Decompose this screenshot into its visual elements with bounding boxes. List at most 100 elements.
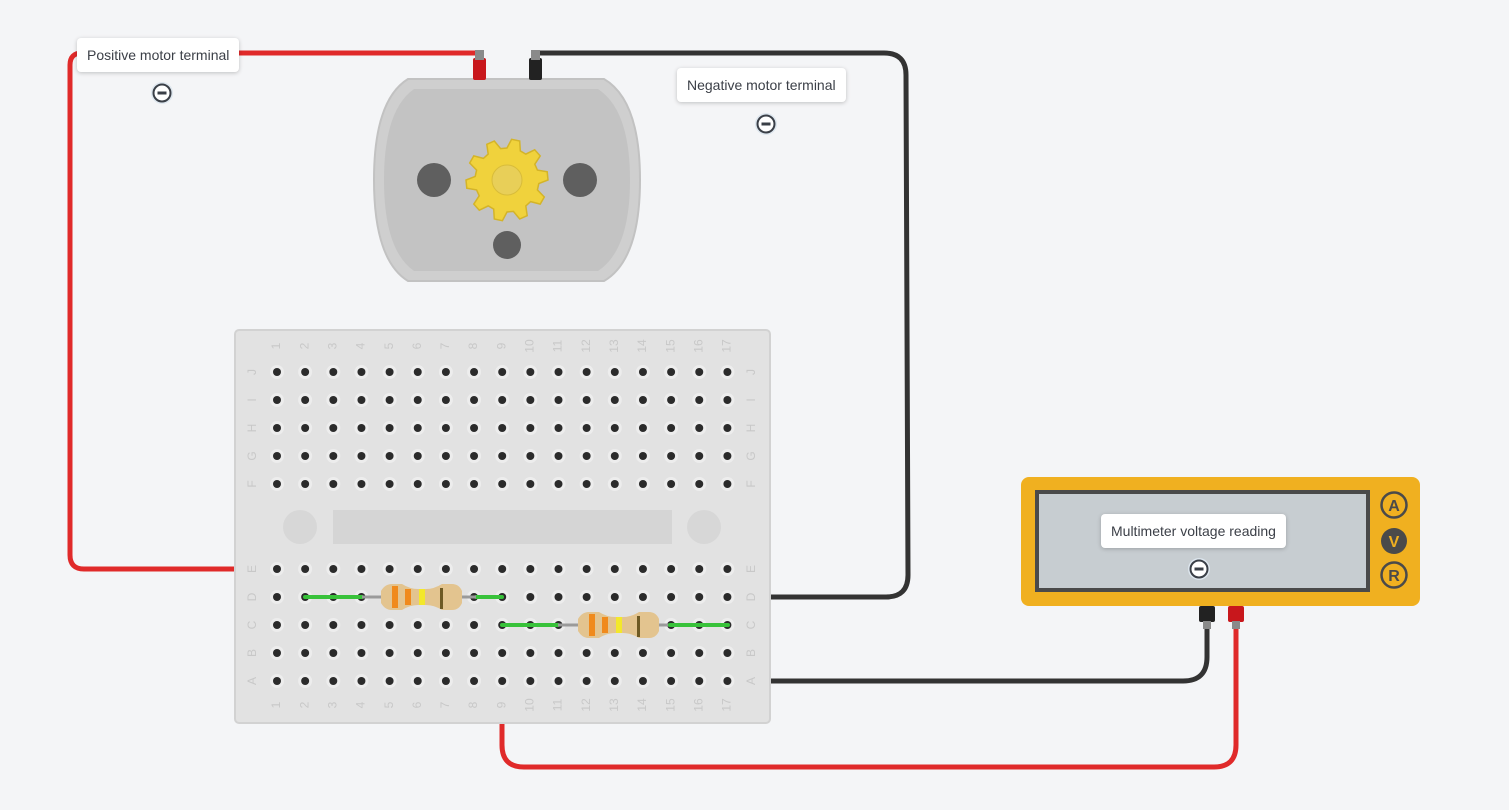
breadboard-hole-A16[interactable] [692,674,707,688]
breadboard-hole-B2[interactable] [298,646,313,660]
breadboard-hole-I10[interactable] [523,393,538,407]
breadboard-hole-G12[interactable] [579,449,594,463]
multimeter-com-probe-port[interactable] [1199,606,1215,622]
breadboard-hole-H10[interactable] [523,421,538,435]
breadboard-hole-G11[interactable] [551,449,566,463]
red-wire-breadboard-to-multimeter[interactable] [499,621,1239,770]
breadboard-hole-I7[interactable] [438,393,453,407]
dc-motor[interactable] [372,50,642,282]
breadboard-hole-H8[interactable] [467,421,482,435]
breadboard-hole-I4[interactable] [354,393,369,407]
breadboard-hole-F16[interactable] [692,477,707,491]
breadboard-hole-J15[interactable] [664,365,679,379]
breadboard-hole-B6[interactable] [410,646,425,660]
breadboard-hole-J12[interactable] [579,365,594,379]
annotation-negative-motor-terminal[interactable]: Negative motor terminal [677,68,846,102]
breadboard-hole-E7[interactable] [438,562,453,576]
mode-button-voltage[interactable]: V [1381,528,1407,554]
breadboard-hole-F8[interactable] [467,477,482,491]
breadboard-hole-H6[interactable] [410,421,425,435]
breadboard-hole-B8[interactable] [467,646,482,660]
breadboard-hole-E6[interactable] [410,562,425,576]
breadboard-hole-J9[interactable] [495,365,510,379]
breadboard-hole-E13[interactable] [607,562,622,576]
breadboard-hole-E17[interactable] [720,562,735,576]
breadboard-hole-H17[interactable] [720,421,735,435]
breadboard-hole-J11[interactable] [551,365,566,379]
annotation-multimeter-voltage-reading[interactable]: Multimeter voltage reading [1101,514,1286,548]
breadboard-hole-A14[interactable] [635,674,650,688]
breadboard-hole-I9[interactable] [495,393,510,407]
breadboard-hole-G13[interactable] [607,449,622,463]
breadboard-hole-G7[interactable] [438,449,453,463]
breadboard-hole-H3[interactable] [326,421,341,435]
motor-positive-terminal[interactable] [473,58,486,80]
breadboard-hole-A5[interactable] [382,674,397,688]
black-wire-breadboard-to-multimeter[interactable] [725,621,1210,684]
mode-button-ampere[interactable]: A [1380,491,1408,519]
breadboard-hole-F2[interactable] [298,477,313,491]
breadboard-hole-G16[interactable] [692,449,707,463]
breadboard-hole-H5[interactable] [382,421,397,435]
breadboard-hole-A2[interactable] [298,674,313,688]
breadboard-hole-B15[interactable] [664,646,679,660]
breadboard-hole-F10[interactable] [523,477,538,491]
breadboard-hole-H1[interactable] [270,421,284,435]
breadboard-hole-E10[interactable] [523,562,538,576]
breadboard-hole-A3[interactable] [326,674,341,688]
breadboard-hole-D16[interactable] [692,590,707,604]
breadboard-hole-A8[interactable] [467,674,482,688]
breadboard-hole-E11[interactable] [551,562,566,576]
breadboard-hole-E16[interactable] [692,562,707,576]
breadboard-hole-E8[interactable] [467,562,482,576]
breadboard-hole-G3[interactable] [326,449,341,463]
breadboard-hole-F5[interactable] [382,477,397,491]
breadboard-hole-A7[interactable] [438,674,453,688]
breadboard-hole-B14[interactable] [635,646,650,660]
breadboard-hole-C8[interactable] [467,618,482,632]
breadboard-hole-H9[interactable] [495,421,510,435]
breadboard-hole-A12[interactable] [579,674,594,688]
breadboard-hole-F3[interactable] [326,477,341,491]
breadboard-hole-A4[interactable] [354,674,369,688]
breadboard-hole-B5[interactable] [382,646,397,660]
breadboard-hole-F6[interactable] [410,477,425,491]
breadboard-hole-D13[interactable] [607,590,622,604]
breadboard-hole-C1[interactable] [270,618,284,632]
breadboard-hole-G4[interactable] [354,449,369,463]
breadboard-hole-J17[interactable] [720,365,735,379]
resistor-2[interactable] [500,612,730,638]
breadboard-hole-B17[interactable] [720,646,735,660]
breadboard-hole-C4[interactable] [354,618,369,632]
breadboard-hole-B1[interactable] [270,646,284,660]
breadboard-hole-F11[interactable] [551,477,566,491]
breadboard-hole-I8[interactable] [467,393,482,407]
breadboard-hole-J6[interactable] [410,365,425,379]
breadboard-hole-D17[interactable] [720,590,735,604]
breadboard-hole-A10[interactable] [523,674,538,688]
breadboard-hole-H16[interactable] [692,421,707,435]
breadboard-hole-G17[interactable] [720,449,735,463]
breadboard-hole-D14[interactable] [635,590,650,604]
breadboard-hole-E2[interactable] [298,562,313,576]
breadboard-hole-D1[interactable] [270,590,284,604]
breadboard-hole-B11[interactable] [551,646,566,660]
breadboard-hole-F4[interactable] [354,477,369,491]
breadboard-hole-A15[interactable] [664,674,679,688]
breadboard-hole-E1[interactable] [270,562,284,576]
breadboard-hole-J3[interactable] [326,365,341,379]
minus-icon[interactable] [755,113,777,135]
breadboard-hole-H12[interactable] [579,421,594,435]
breadboard-hole-E4[interactable] [354,562,369,576]
breadboard-hole-I3[interactable] [326,393,341,407]
breadboard-hole-C2[interactable] [298,618,313,632]
breadboard-hole-G15[interactable] [664,449,679,463]
breadboard-hole-B4[interactable] [354,646,369,660]
breadboard-hole-E12[interactable] [579,562,594,576]
breadboard-hole-A13[interactable] [607,674,622,688]
breadboard-hole-J8[interactable] [467,365,482,379]
breadboard-hole-I16[interactable] [692,393,707,407]
breadboard-hole-A1[interactable] [270,674,284,688]
breadboard-hole-D10[interactable] [523,590,538,604]
breadboard-hole-J2[interactable] [298,365,313,379]
